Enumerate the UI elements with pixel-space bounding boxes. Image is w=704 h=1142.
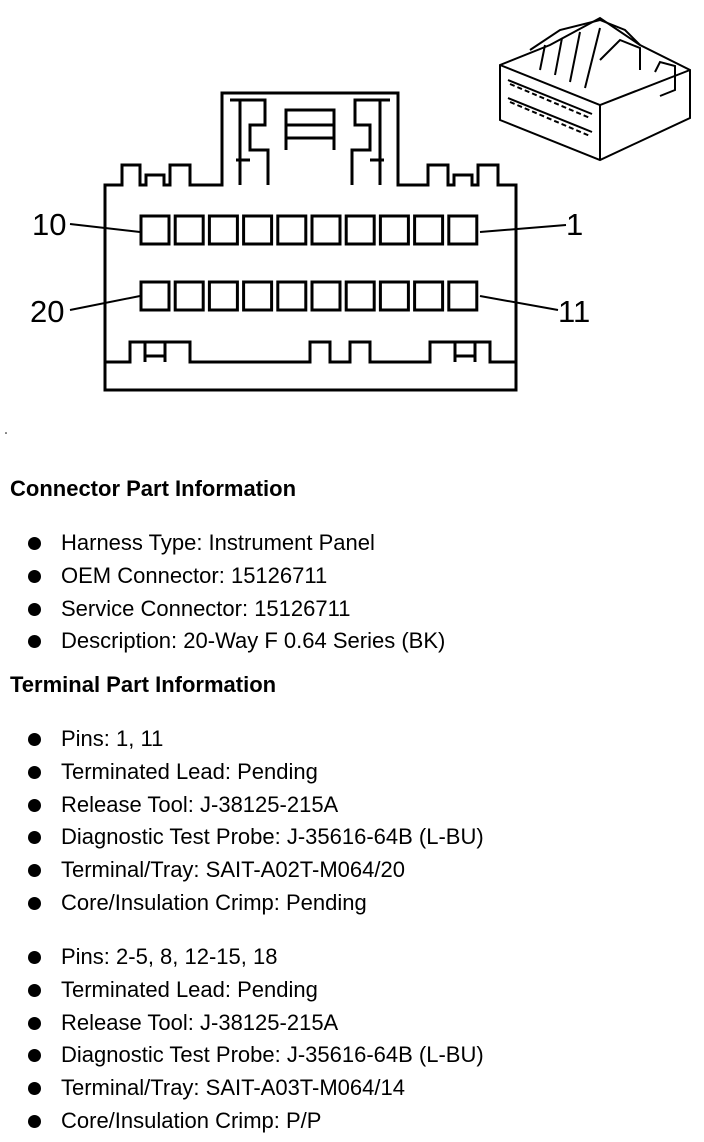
list-item-text: Terminal/Tray: SAIT-A03T-M064/14 — [61, 1075, 405, 1101]
list-item-text: Diagnostic Test Probe: J-35616-64B (L-BU… — [61, 824, 484, 850]
bullet-icon — [28, 798, 41, 812]
list-item: Release Tool: J-38125-215A — [0, 789, 484, 822]
bullet-icon — [28, 765, 41, 779]
bullet-icon — [28, 1016, 41, 1030]
bullet-icon — [28, 864, 41, 878]
bullet-icon — [28, 569, 41, 583]
bullet-icon — [28, 951, 41, 964]
list-item-text: Terminated Lead: Pending — [61, 758, 318, 784]
bullet-icon — [28, 1049, 41, 1063]
terminal-cavity — [310, 280, 342, 312]
connector-face — [103, 91, 518, 392]
terminal-cavity — [173, 214, 205, 246]
terminal-cavity — [139, 280, 171, 312]
list-item: OEM Connector: 15126711 — [0, 560, 445, 593]
bullet-icon — [28, 896, 41, 910]
bullet-icon — [28, 831, 41, 845]
list-item-text: Service Connector: 15126711 — [61, 595, 351, 621]
bullet-icon — [28, 733, 41, 746]
terminal-cavity — [344, 214, 376, 246]
bullet-icon — [28, 537, 41, 550]
list-item-text: Terminal/Tray: SAIT-A02T-M064/20 — [61, 857, 405, 883]
list-item-text: Description: 20-Way F 0.64 Series (BK) — [61, 628, 446, 654]
list-item: Terminated Lead: Pending — [0, 756, 484, 789]
list-item: Core/Insulation Crimp: P/P — [0, 1105, 484, 1138]
terminal-cavity — [344, 280, 376, 312]
connector-diagram: 10 1 20 11 — [5, 16, 691, 434]
bullet-icon — [28, 602, 41, 616]
terminal-cavity — [378, 280, 410, 312]
list-item: Core/Insulation Crimp: Pending — [0, 887, 484, 920]
terminal-cavity — [139, 214, 171, 246]
terminal-cavity — [413, 280, 445, 312]
terminal-cavity — [207, 214, 239, 246]
list-item: Service Connector: 15126711 — [0, 593, 445, 626]
terminal-cavity — [173, 280, 205, 312]
list-item-text: Core/Insulation Crimp: Pending — [61, 889, 367, 915]
terminal-cavity — [242, 214, 274, 246]
terminal-cavity — [413, 214, 445, 246]
list-item: Terminal/Tray: SAIT-A03T-M064/14 — [0, 1072, 484, 1105]
terminal-cavity — [310, 214, 342, 246]
bullet-icon — [28, 983, 41, 997]
pin-label-10: 10 — [32, 207, 66, 242]
list-item: Diagnostic Test Probe: J-35616-64B (L-BU… — [0, 821, 484, 854]
bullet-icon — [28, 1082, 41, 1096]
list-item: Terminated Lead: Pending — [0, 974, 484, 1007]
list-item-text: Harness Type: Instrument Panel — [61, 530, 375, 555]
connector-isometric-view — [499, 16, 691, 162]
terminal-cavity — [276, 280, 308, 312]
list-item: Release Tool: J-38125-215A — [0, 1007, 484, 1040]
terminal-cavity — [378, 214, 410, 246]
list-item: Pins: 1, 11 — [0, 723, 484, 756]
terminal-cavity — [447, 280, 479, 312]
bullet-icon — [28, 1114, 41, 1128]
list-item-text: Pins: 2-5, 8, 12-15, 18 — [61, 944, 278, 969]
stray-dot — [5, 432, 7, 434]
pin-label-20: 20 — [30, 294, 64, 329]
terminal-cavity — [242, 280, 274, 312]
list-item-text: Terminated Lead: Pending — [61, 976, 318, 1002]
pin-label-1: 1 — [566, 207, 583, 242]
list-item-text: Release Tool: J-38125-215A — [61, 1009, 339, 1035]
pin-label-11: 11 — [558, 294, 590, 329]
list-item: Description: 20-Way F 0.64 Series (BK) — [0, 625, 445, 658]
pin-leader-lines — [69, 223, 567, 311]
terminal-cavity — [207, 280, 239, 312]
list-item-text: Core/Insulation Crimp: P/P — [61, 1107, 322, 1133]
terminal-cavity — [276, 214, 308, 246]
list-item: Terminal/Tray: SAIT-A02T-M064/20 — [0, 854, 484, 887]
terminal-info-list-2: Pins: 2-5, 8, 12-15, 18 Terminated Lead: … — [0, 941, 484, 1138]
list-item-text: OEM Connector: 15126711 — [61, 562, 328, 588]
bullet-icon — [28, 635, 41, 649]
list-item-text: Pins: 1, 11 — [61, 726, 164, 751]
list-item: Diagnostic Test Probe: J-35616-64B (L-BU… — [0, 1039, 484, 1072]
connector-section-title: Connector Part Information — [10, 476, 297, 501]
list-item-text: Release Tool: J-38125-215A — [61, 791, 339, 817]
terminal-cavities — [139, 214, 479, 312]
terminal-cavity — [447, 214, 479, 246]
list-item: Pins: 2-5, 8, 12-15, 18 — [0, 941, 484, 974]
terminal-section-title: Terminal Part Information — [10, 672, 277, 697]
list-item-text: Diagnostic Test Probe: J-35616-64B (L-BU… — [61, 1042, 484, 1068]
list-item: Harness Type: Instrument Panel — [0, 527, 445, 560]
